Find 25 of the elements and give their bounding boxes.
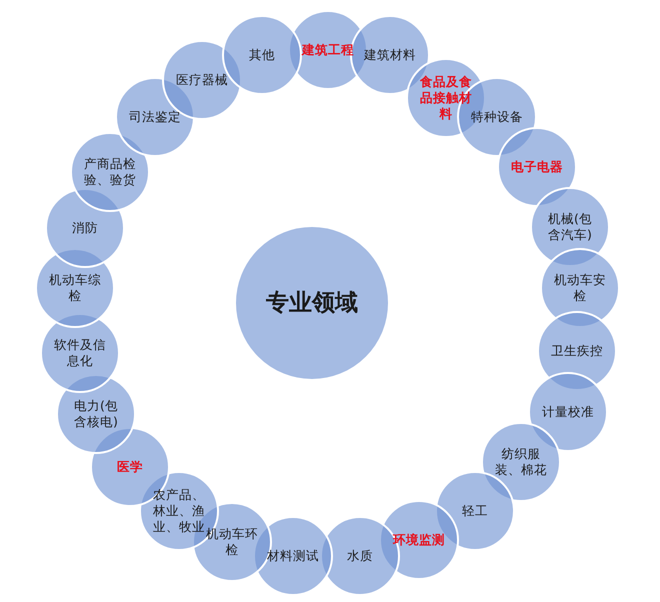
circle-label: 建筑工程 bbox=[300, 42, 355, 58]
circle-label: 机动车安检 bbox=[553, 272, 607, 304]
circle-label: 水质 bbox=[346, 548, 374, 564]
circle-label: 其他 bbox=[248, 47, 276, 63]
circle-label: 建筑材料 bbox=[363, 47, 417, 63]
circle-label: 电力(包含核电) bbox=[73, 398, 119, 430]
circle-label: 机动车综检 bbox=[48, 272, 102, 304]
circle-label: 轻工 bbox=[461, 503, 489, 519]
circle-label: 卫生疾控 bbox=[550, 343, 604, 359]
circle-label: 司法鉴定 bbox=[128, 109, 182, 125]
circle-label: 纺织服装、棉花 bbox=[494, 446, 548, 478]
circle-label: 农产品、林业、渔业、牧业 bbox=[152, 487, 206, 535]
circle-label: 环境监测 bbox=[392, 532, 446, 548]
circle-label: 材料测试 bbox=[266, 548, 320, 564]
circle-label: 消防 bbox=[71, 220, 99, 236]
circle-label: 专业领域 bbox=[266, 289, 358, 317]
circle-label: 计量校准 bbox=[541, 404, 595, 420]
circle-label: 医疗器械 bbox=[175, 72, 229, 88]
circle-label: 机动车环检 bbox=[205, 526, 259, 558]
circle-label: 特种设备 bbox=[470, 109, 524, 125]
circle-label: 电子电器 bbox=[510, 159, 564, 175]
circle-label: 医学 bbox=[116, 459, 144, 475]
circle-label: 软件及信息化 bbox=[53, 337, 107, 369]
circle-label: 机械(包含汽车) bbox=[547, 211, 593, 243]
circle-label: 产商品检验、验货 bbox=[83, 156, 137, 188]
